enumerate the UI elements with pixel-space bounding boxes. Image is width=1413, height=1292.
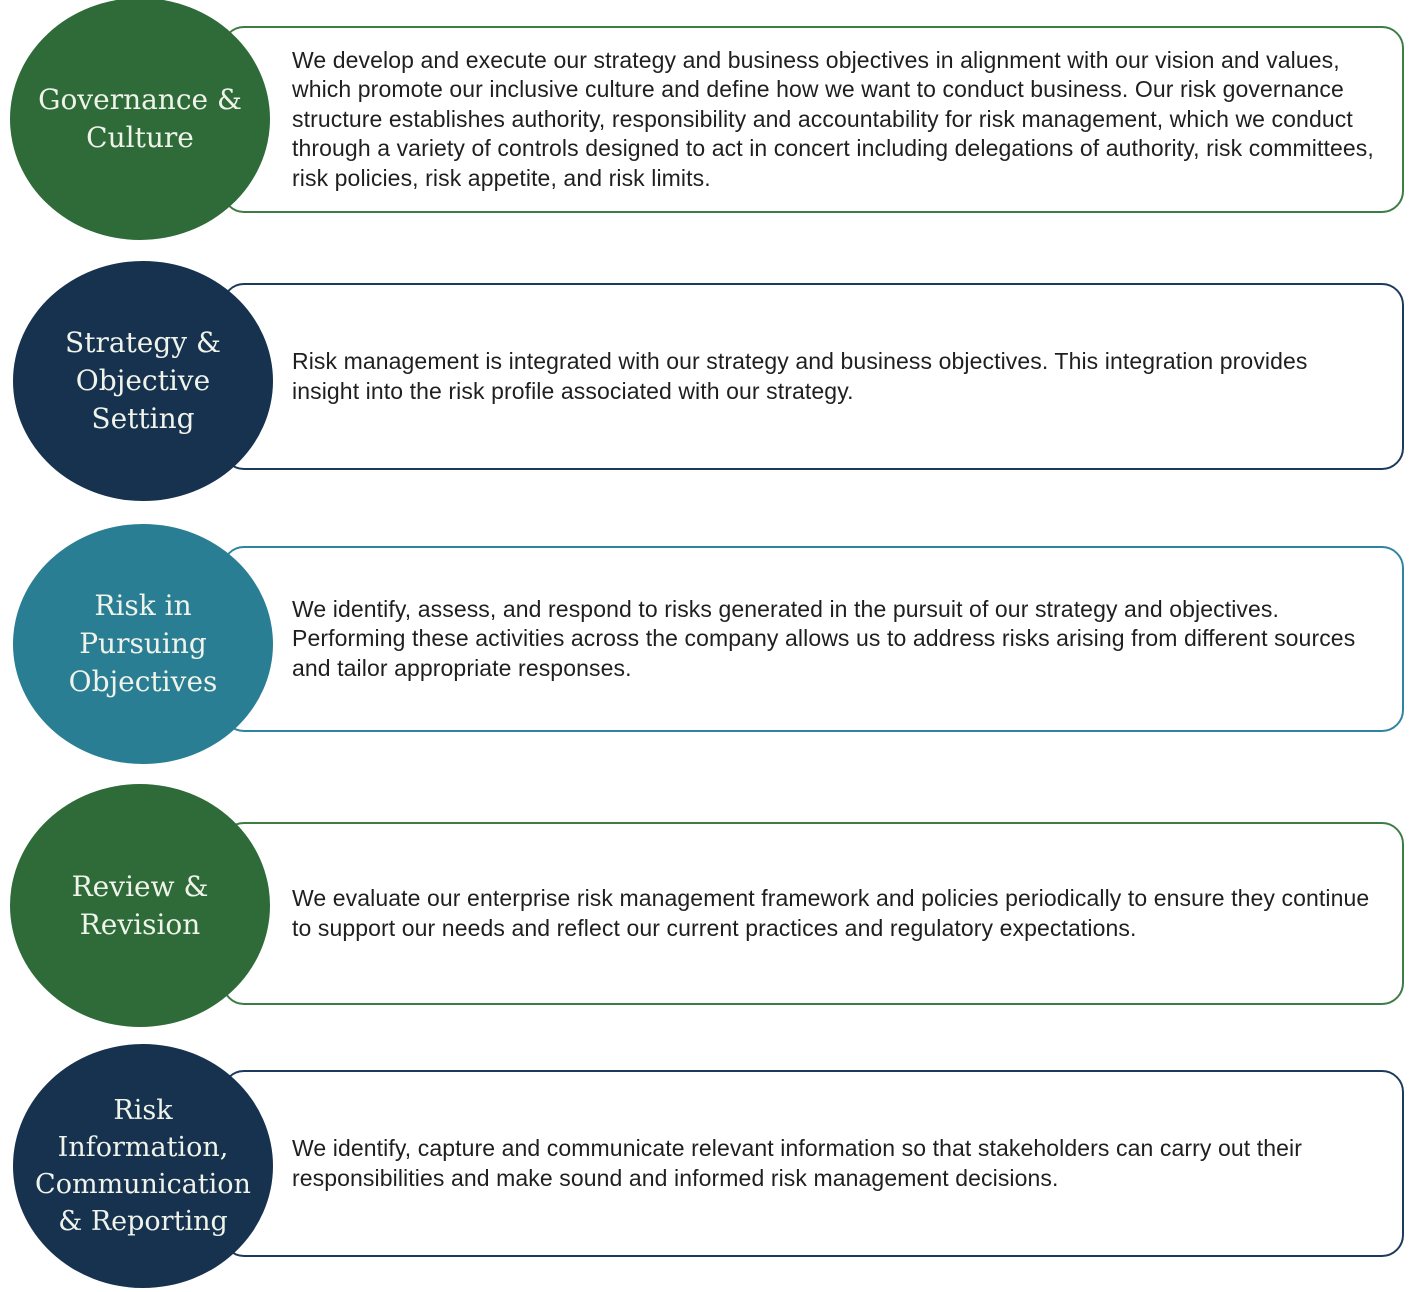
category-circle: Review & Revision (10, 784, 270, 1027)
row-description: We identify, assess, and respond to risk… (292, 595, 1356, 681)
row-description: We develop and execute our strategy and … (292, 46, 1374, 191)
category-circle: Strategy & Objective Setting (13, 261, 273, 501)
description-box: Risk management is integrated with our s… (222, 283, 1404, 470)
category-label: Risk in Pursuing Objectives (68, 589, 218, 698)
row-description: We identify, capture and communicate rel… (292, 1135, 1302, 1191)
row-description: We evaluate our enterprise risk manageme… (292, 885, 1370, 941)
description-box: We develop and execute our strategy and … (222, 26, 1404, 213)
category-circle: Risk Information, Communication & Report… (13, 1044, 273, 1288)
category-circle: Governance & Culture (10, 0, 270, 240)
category-label: Strategy & Objective Setting (65, 326, 221, 435)
category-label: Risk Information, Communication & Report… (35, 1095, 251, 1237)
category-circle: Risk in Pursuing Objectives (13, 524, 273, 764)
description-box: We evaluate our enterprise risk manageme… (222, 822, 1404, 1005)
category-label: Review & Revision (71, 869, 209, 941)
description-box: We identify, assess, and respond to risk… (222, 546, 1404, 732)
row-description: Risk management is integrated with our s… (292, 348, 1308, 404)
category-label: Governance & Culture (38, 83, 242, 154)
description-box: We identify, capture and communicate rel… (222, 1070, 1404, 1257)
